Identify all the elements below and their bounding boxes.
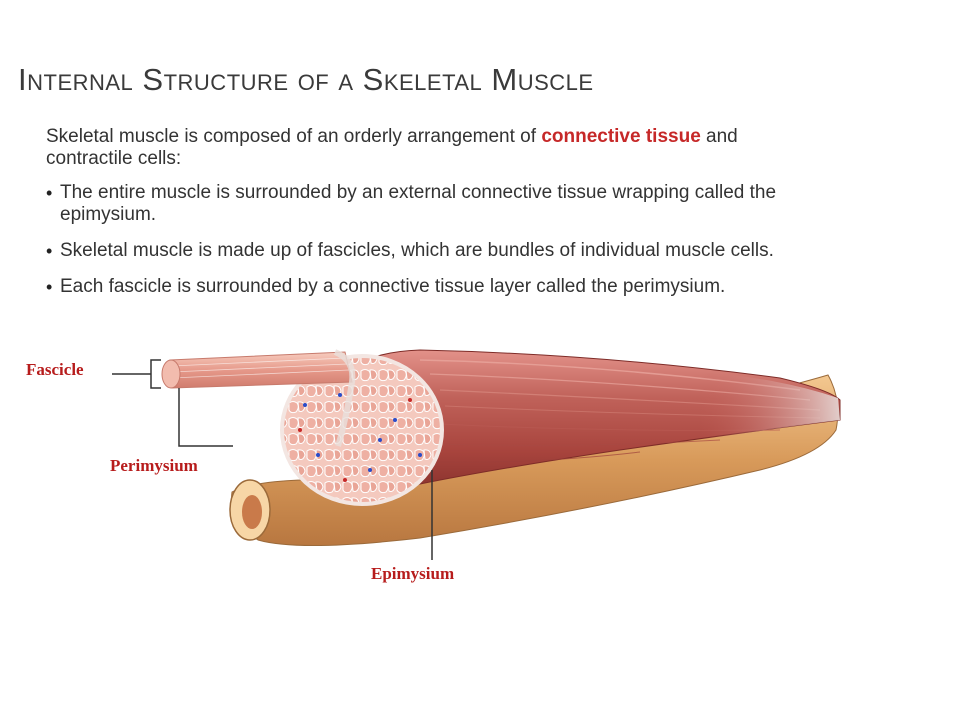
fascicle: [161, 349, 356, 447]
leader-lines: [112, 359, 433, 560]
bullet-list: The entire muscle is surrounded by an ex…: [46, 182, 826, 298]
muscle-diagram: [112, 349, 841, 560]
intro-text-start: Skeletal muscle is composed of an orderl…: [46, 126, 542, 147]
intro-text-end: and contractile cells:: [46, 126, 738, 169]
page-title: Internal Structure of a Skeletal Muscle: [18, 62, 594, 97]
connective-tissue-highlight: connective tissue: [541, 126, 701, 147]
bullet-item: Each fascicle is surrounded by a connect…: [46, 276, 826, 298]
bullet-item: Skeletal muscle is made up of fascicles,…: [46, 240, 826, 262]
intro-paragraph: Skeletal muscle is composed of an orderl…: [46, 126, 826, 170]
description-text: Skeletal muscle is composed of an orderl…: [46, 126, 826, 312]
label-fascicle: Fascicle: [26, 360, 84, 379]
bullet-item: The entire muscle is surrounded by an ex…: [46, 182, 826, 226]
fascicle-end: [161, 359, 181, 389]
muscle-cross-section: [280, 354, 444, 506]
muscle-belly: [323, 349, 841, 486]
label-perimysium: Perimysium: [110, 456, 198, 475]
label-epimysium: Epimysium: [371, 564, 455, 583]
